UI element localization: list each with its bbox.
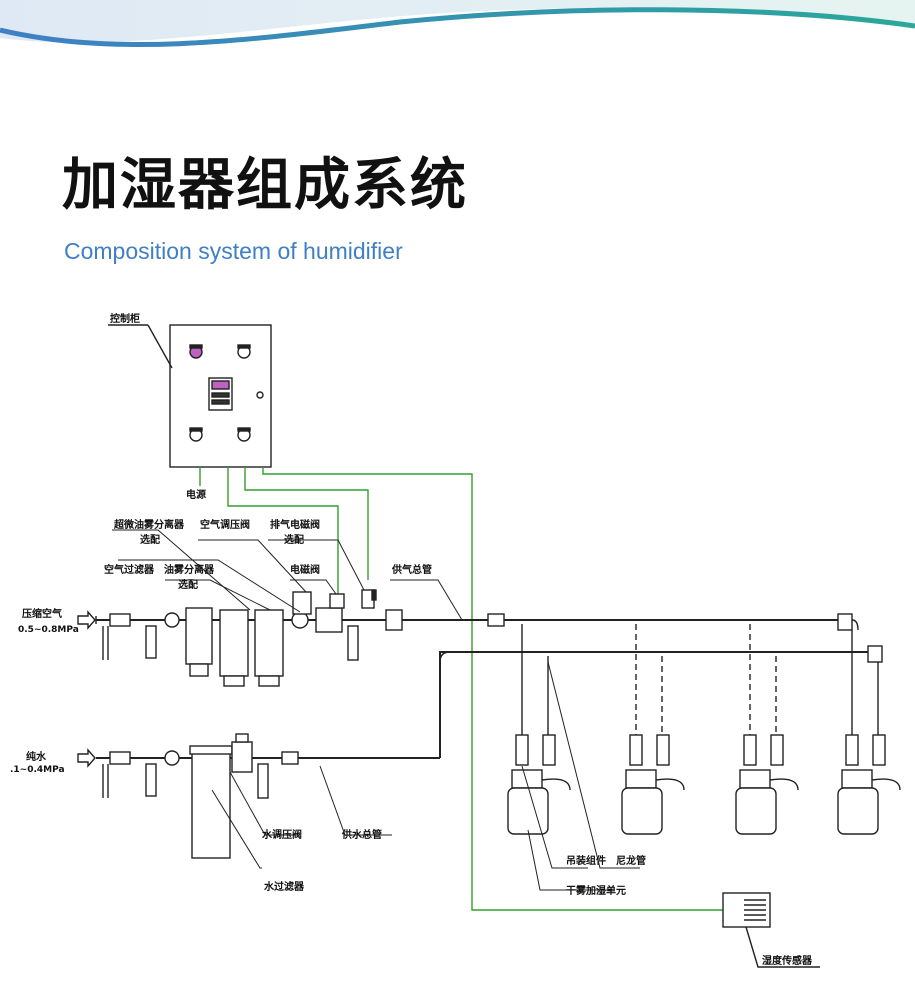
label-air-pressure: 0.5~0.8MPa (18, 625, 79, 635)
dry-fog-unit (735, 624, 799, 835)
label-water-pressure: .1~0.4MPa (10, 765, 65, 775)
page-title: 加湿器组成系统 (62, 153, 468, 218)
dry-fog-humidifier-units (507, 624, 901, 835)
label-solenoid-valve: 电磁阀 (290, 563, 320, 576)
dry-fog-unit (507, 624, 571, 835)
dry-fog-unit (621, 624, 685, 835)
dry-fog-unit (837, 630, 901, 835)
label-nylon-tube: 尼龙管 (616, 854, 646, 867)
label-water-filter: 水过滤器 (263, 880, 305, 893)
label-optional-3: 选配 (178, 578, 198, 591)
header-wave-decoration (0, 0, 915, 48)
water-pressure-gauge (164, 750, 180, 766)
solenoid-valve (329, 593, 345, 609)
humidifier-system-diagram: 控制柜 电源 超微油雾分离器 选配 空气调压阀 排气电磁阀 选配 空气过滤器 油… (10, 312, 901, 968)
label-hanging-assembly: 吊装组件 (566, 854, 606, 867)
label-humidity-sensor: 湿度传感器 (762, 954, 813, 967)
label-pure-water: 纯水 (26, 750, 47, 763)
label-water-supply-main: 供水总管 (341, 828, 382, 841)
label-exhaust-solenoid-valve: 排气电磁阀 (270, 518, 320, 531)
pressure-gauge (164, 612, 180, 628)
air-filter (185, 607, 213, 665)
label-control-cabinet: 控制柜 (110, 312, 140, 325)
label-power: 电源 (186, 488, 206, 501)
label-compressed-air: 压缩空气 (22, 607, 62, 620)
label-dry-fog-unit: 干雾加湿单元 (566, 884, 626, 897)
label-optional-2: 选配 (284, 533, 304, 546)
water-filter (191, 749, 231, 859)
oil-mist-separator-ultra (254, 609, 284, 677)
label-air-filter: 空气过滤器 (104, 563, 155, 576)
label-air-supply-main: 供气总管 (391, 563, 432, 576)
page-subtitle: Composition system of humidifier (64, 238, 403, 264)
oil-mist-separator (219, 609, 249, 677)
signal-wires (199, 467, 723, 911)
air-regulating-valve (292, 591, 312, 615)
label-oil-mist-separator: 油雾分离器 (164, 563, 215, 576)
air-return-pipe (439, 651, 880, 720)
label-oil-mist-separator-ultra: 超微油雾分离器 (113, 518, 185, 531)
water-regulating-valve (231, 741, 253, 773)
label-optional-1: 选配 (140, 533, 160, 546)
label-air-regulating-valve: 空气调压阀 (200, 518, 250, 531)
label-water-regulating-valve: 水调压阀 (261, 828, 302, 841)
